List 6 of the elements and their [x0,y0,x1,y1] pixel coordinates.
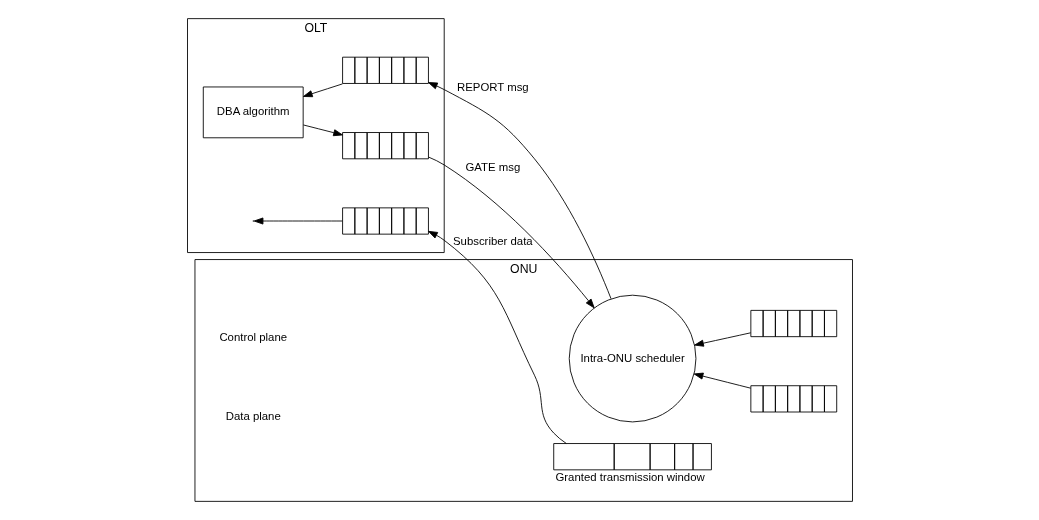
edge-label: REPORT msg [456,80,529,93]
edge-label: Subscriber data [452,235,533,248]
node-label: Granted transmission window [554,470,705,483]
edge-label: GATE msg [464,160,520,173]
label: Data plane [225,410,281,423]
label: Control plane [218,330,287,343]
